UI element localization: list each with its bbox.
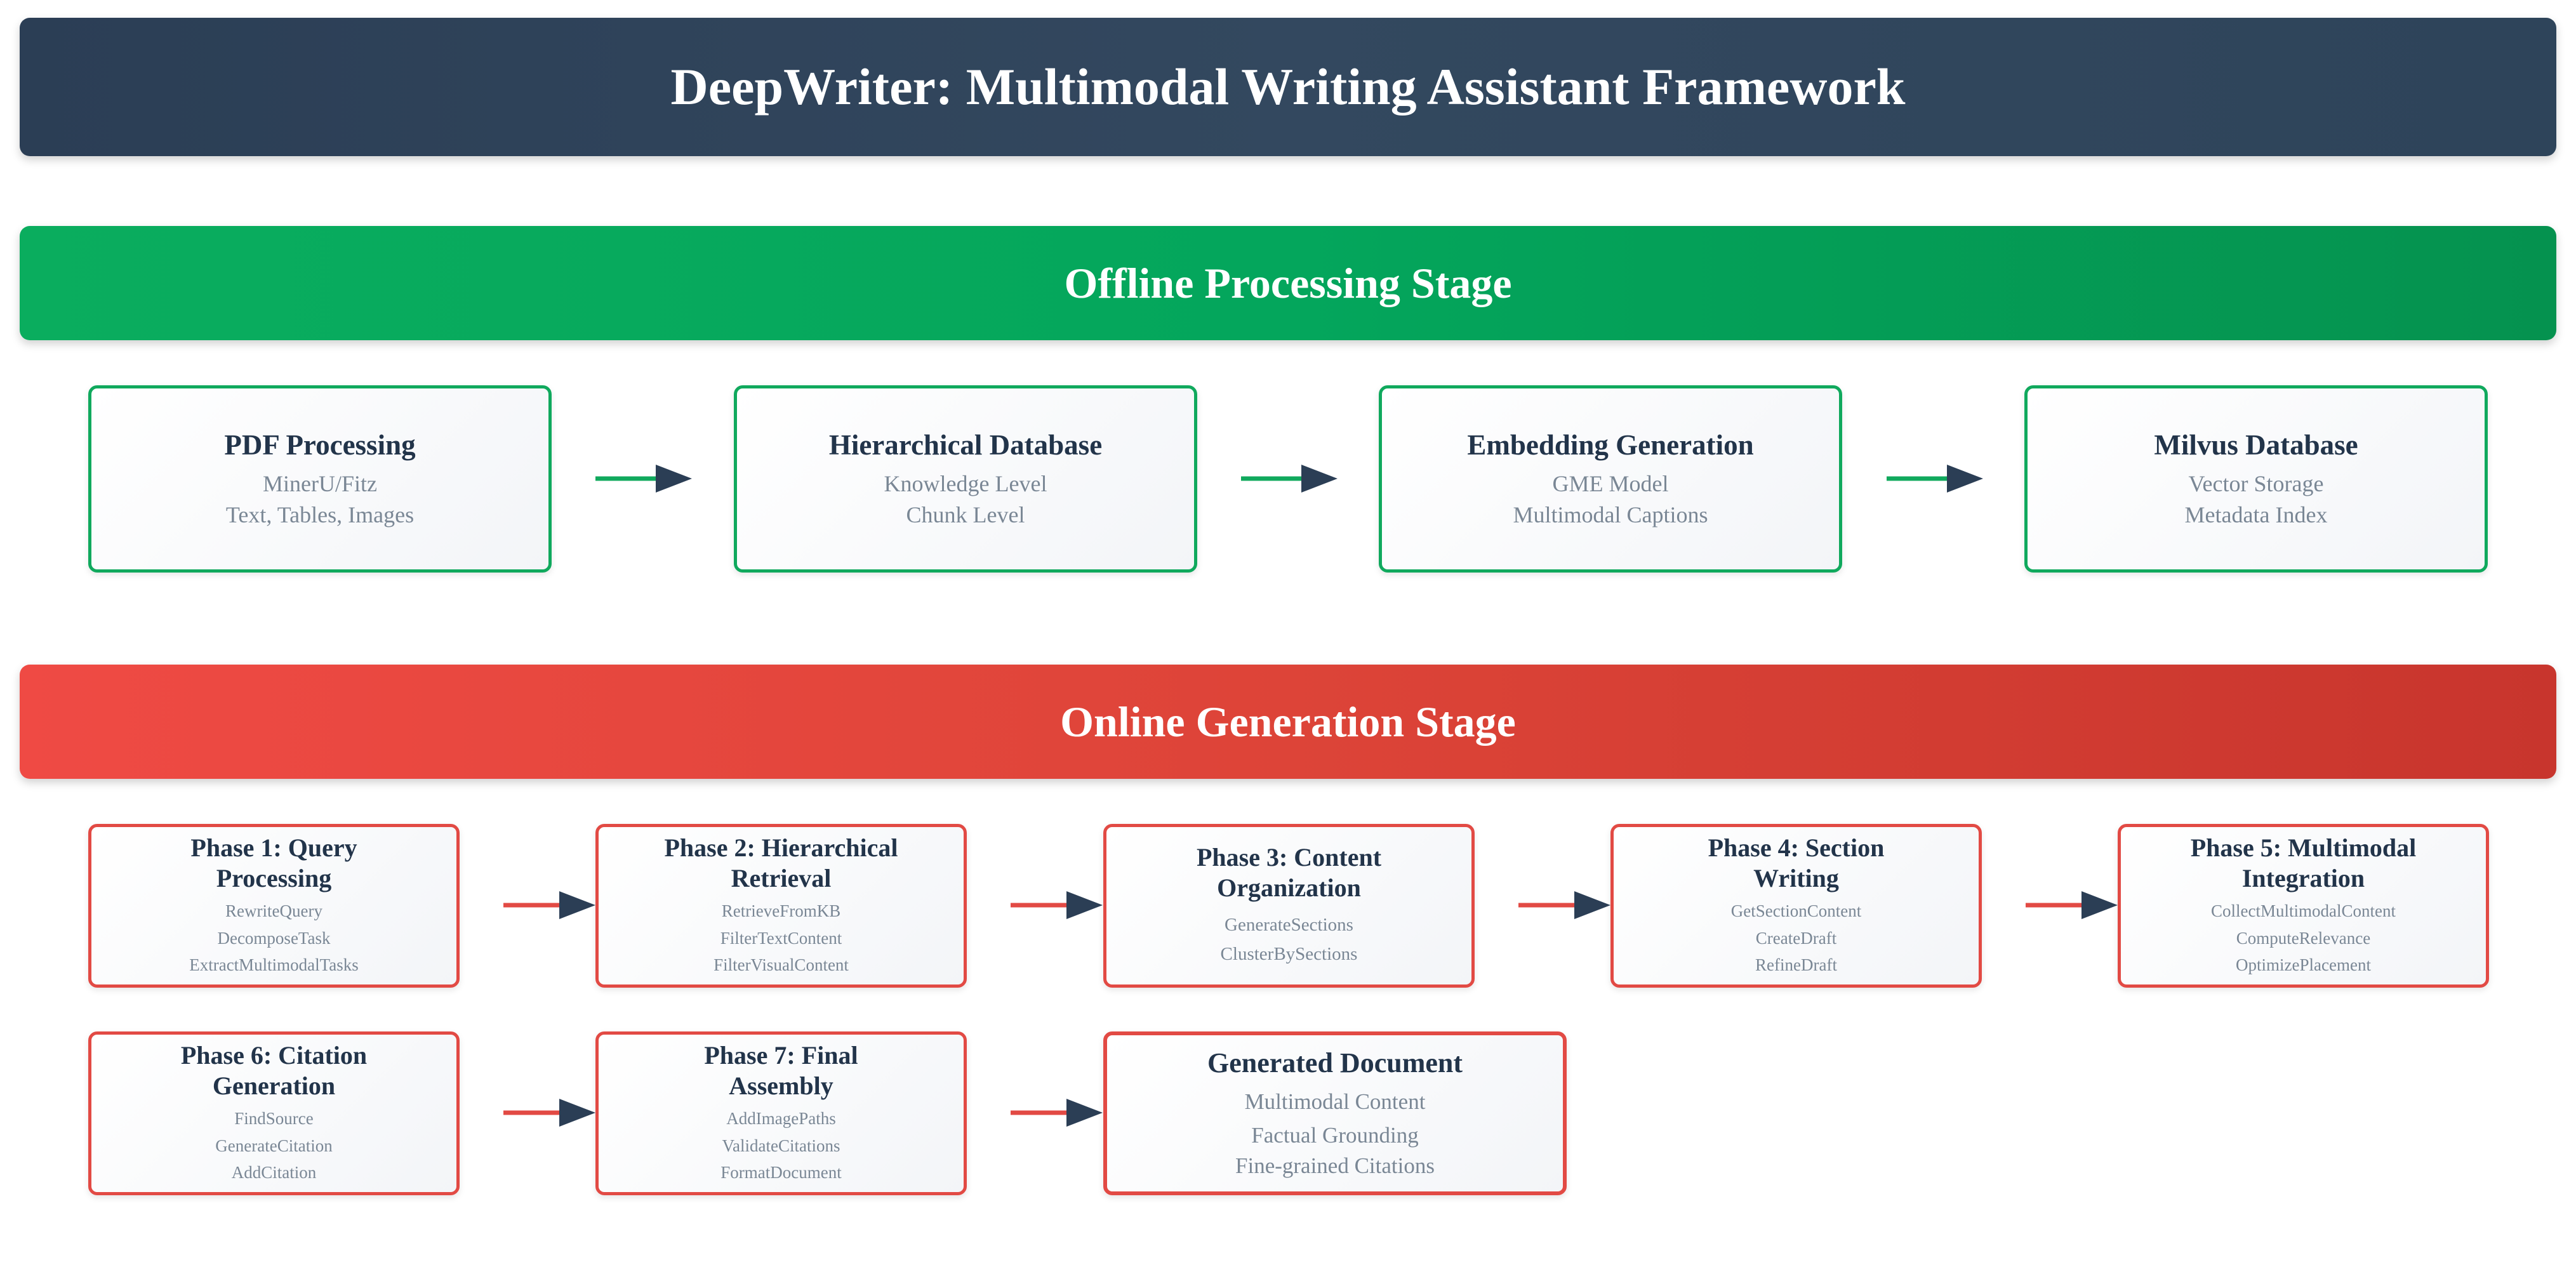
flow-arrow-icon xyxy=(1011,1094,1103,1132)
node-detail: Knowledge Level xyxy=(884,470,1047,496)
node-pdf-processing: PDF Processing MinerU/Fitz Text, Tables,… xyxy=(88,385,552,573)
phase-step: RewriteQuery xyxy=(225,901,322,921)
phase-step: GenerateCitation xyxy=(215,1136,333,1155)
node-generated-document: Generated Document Multimodal Content Fa… xyxy=(1103,1031,1567,1195)
online-stage-heading: Online Generation Stage xyxy=(1060,697,1516,746)
phase-step: GenerateSections xyxy=(1225,915,1353,936)
offline-stage-heading: Offline Processing Stage xyxy=(1064,258,1512,307)
phase-step: FindSource xyxy=(234,1109,314,1129)
phase-step: ComputeRelevance xyxy=(2236,928,2371,948)
phase-step: OptimizePlacement xyxy=(2236,955,2371,975)
node-phase-1: Phase 1: Query Processing RewriteQuery D… xyxy=(88,824,460,988)
phase-step: GetSectionContent xyxy=(1730,901,1862,921)
flow-arrow-icon xyxy=(1518,886,1610,924)
phase-step: CreateDraft xyxy=(1755,928,1837,948)
title-banner: DeepWriter: Multimodal Writing Assistant… xyxy=(20,18,2556,156)
node-embedding-generation: Embedding Generation GME Model Multimoda… xyxy=(1379,385,1842,573)
node-title: Hierarchical Database xyxy=(828,428,1103,461)
node-phase-7: Phase 7: Final Assembly AddImagePaths Va… xyxy=(595,1031,967,1195)
offline-stage-banner: Offline Processing Stage xyxy=(20,226,2556,340)
online-stage-banner: Online Generation Stage xyxy=(20,665,2556,779)
phase-step: RefineDraft xyxy=(1755,955,1837,975)
node-phase-2: Phase 2: Hierarchical Retrieval Retrieve… xyxy=(595,824,967,988)
node-detail: Text, Tables, Images xyxy=(225,501,415,527)
node-hierarchical-database: Hierarchical Database Knowledge Level Ch… xyxy=(734,385,1197,573)
node-detail: Chunk Level xyxy=(906,501,1025,527)
phase-step: AddCitation xyxy=(231,1163,317,1183)
phase-step: DecomposeTask xyxy=(217,928,331,948)
phase-title: Phase 3: Content Organization xyxy=(1196,843,1382,903)
phase-step: ValidateCitations xyxy=(722,1136,840,1155)
node-phase-3: Phase 3: Content Organization GenerateSe… xyxy=(1103,824,1475,988)
phase-step: ClusterBySections xyxy=(1220,944,1358,964)
flow-arrow-icon xyxy=(503,886,595,924)
phase-step: FilterVisualContent xyxy=(714,955,849,975)
node-title: Milvus Database xyxy=(2154,428,2358,461)
node-phase-6: Phase 6: Citation Generation FindSource … xyxy=(88,1031,460,1195)
node-milvus-database: Milvus Database Vector Storage Metadata … xyxy=(2024,385,2488,573)
diagram-title: DeepWriter: Multimodal Writing Assistant… xyxy=(670,58,1906,116)
phase-title: Phase 7: Final Assembly xyxy=(704,1041,858,1101)
node-title: PDF Processing xyxy=(224,428,416,461)
phase-title: Phase 1: Query Processing xyxy=(190,833,357,893)
node-detail: MinerU/Fitz xyxy=(263,470,377,496)
node-detail: Multimodal Captions xyxy=(1513,501,1708,527)
node-title: Embedding Generation xyxy=(1467,428,1754,461)
phase-title: Phase 2: Hierarchical Retrieval xyxy=(664,833,898,893)
flow-arrow-icon xyxy=(1011,886,1103,924)
flow-arrow-icon xyxy=(503,1094,595,1132)
node-detail: Vector Storage xyxy=(2188,470,2324,496)
output-detail: Multimodal Content xyxy=(1244,1089,1426,1115)
flow-arrow-icon xyxy=(1241,460,1339,498)
node-detail: Metadata Index xyxy=(2184,501,2328,527)
node-detail: GME Model xyxy=(1552,470,1669,496)
output-title: Generated Document xyxy=(1207,1047,1463,1079)
phase-step: AddImagePaths xyxy=(726,1109,836,1129)
phase-step: FilterTextContent xyxy=(720,928,842,948)
phase-step: FormatDocument xyxy=(720,1163,842,1183)
flow-arrow-icon xyxy=(595,460,694,498)
node-phase-4: Phase 4: Section Writing GetSectionConte… xyxy=(1610,824,1982,988)
phase-step: CollectMultimodalContent xyxy=(2211,901,2396,921)
phase-step: RetrieveFromKB xyxy=(721,901,841,921)
node-phase-5: Phase 5: Multimodal Integration CollectM… xyxy=(2118,824,2489,988)
phase-title: Phase 4: Section Writing xyxy=(1708,833,1885,893)
phase-step: ExtractMultimodalTasks xyxy=(189,955,359,975)
phase-title: Phase 6: Citation Generation xyxy=(180,1041,368,1101)
output-detail: Fine-grained Citations xyxy=(1235,1153,1435,1179)
flow-arrow-icon xyxy=(2026,886,2118,924)
flow-arrow-icon xyxy=(1887,460,1985,498)
output-detail: Factual Grounding xyxy=(1251,1122,1419,1148)
phase-title: Phase 5: Multimodal Integration xyxy=(2190,833,2417,893)
